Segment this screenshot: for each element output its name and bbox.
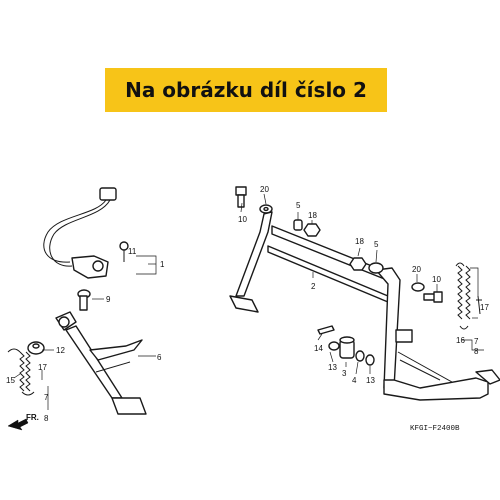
collar-5-right [368, 262, 384, 274]
callout-7-right: 7 [474, 337, 479, 346]
main-stand [229, 211, 500, 401]
bolt-9 [77, 289, 91, 311]
callout-8-left: 8 [44, 414, 49, 423]
bolt-11 [119, 241, 129, 262]
callout-18-top: 18 [308, 211, 317, 220]
callout-13-left: 13 [328, 363, 337, 372]
callout-17-right: 17 [480, 303, 489, 312]
bolt-10-right [423, 291, 443, 303]
clip-17-right [476, 295, 482, 315]
callout-18-right: 18 [355, 237, 364, 246]
callout-17-left: 17 [38, 363, 47, 372]
callout-2: 2 [311, 282, 316, 291]
callout-9: 9 [106, 295, 111, 304]
callout-20-top: 20 [260, 185, 269, 194]
callout-4: 4 [352, 376, 357, 385]
spring-16 [455, 262, 471, 330]
banner-text: Na obrázku díl číslo 2 [125, 78, 367, 102]
front-direction-arrow: FR. [7, 413, 39, 431]
callout-16: 16 [456, 336, 465, 345]
callout-13-right: 13 [366, 376, 375, 385]
callout-14: 14 [314, 344, 323, 353]
bolt-10-top [235, 186, 247, 208]
callout-3: 3 [342, 369, 347, 378]
callout-15: 15 [6, 376, 15, 385]
pin-14 [317, 325, 335, 335]
nut-18-top [303, 223, 321, 237]
collar-13-right [365, 354, 375, 366]
callout-20-right: 20 [412, 265, 421, 274]
callout-11: 11 [128, 247, 137, 256]
spring-15 [7, 348, 35, 396]
side-stand-switch [43, 187, 117, 279]
leader-lines [13, 193, 484, 410]
side-stand [55, 311, 147, 415]
callout-5-right: 5 [374, 240, 379, 249]
pivot-collar-3 [339, 336, 355, 359]
callout-5-top: 5 [296, 201, 301, 210]
collar-5-top [293, 219, 303, 231]
collar-12 [27, 341, 45, 355]
washer-20-right [411, 282, 425, 292]
nut-18-right [349, 257, 367, 271]
callout-1: 1 [160, 260, 165, 269]
washer-4 [355, 350, 365, 362]
washer-20-top [259, 204, 273, 214]
callout-12: 12 [56, 346, 65, 355]
callout-10-top: 10 [238, 215, 247, 224]
callout-7-left: 7 [44, 393, 49, 402]
front-direction-label: FR. [26, 413, 39, 422]
callout-8-right: 8 [474, 347, 479, 356]
callout-10-right: 10 [432, 275, 441, 284]
collar-13-left [328, 341, 340, 351]
diagram-code: KFGI−F2400B [410, 425, 460, 433]
callout-6: 6 [157, 353, 162, 362]
title-banner: Na obrázku díl číslo 2 [105, 68, 387, 112]
